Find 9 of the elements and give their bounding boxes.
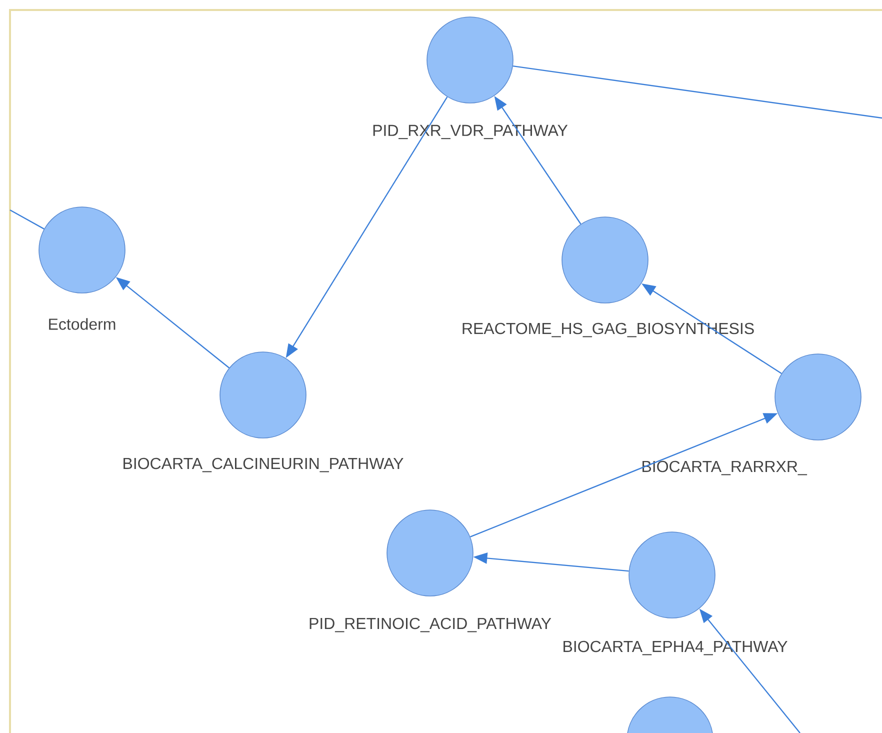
network-node xyxy=(626,696,714,733)
network-node: Ectoderm xyxy=(38,206,126,330)
network-node: BIOCARTA_CALCINEURIN_PATHWAY xyxy=(124,352,404,472)
node-label: BIOCARTA_RARRXR_ xyxy=(642,460,808,476)
node-label: Ectoderm xyxy=(49,318,116,330)
node-label: BIOCARTA_CALCINEURIN_PATHWAY xyxy=(124,458,404,472)
node-label: PID_RETINOIC_ACID_PATHWAY xyxy=(310,618,552,632)
network-node: PID_RETINOIC_ACID_PATHWAY xyxy=(310,510,552,632)
network-node: BIOCARTA_RARRXR_ xyxy=(642,354,862,476)
